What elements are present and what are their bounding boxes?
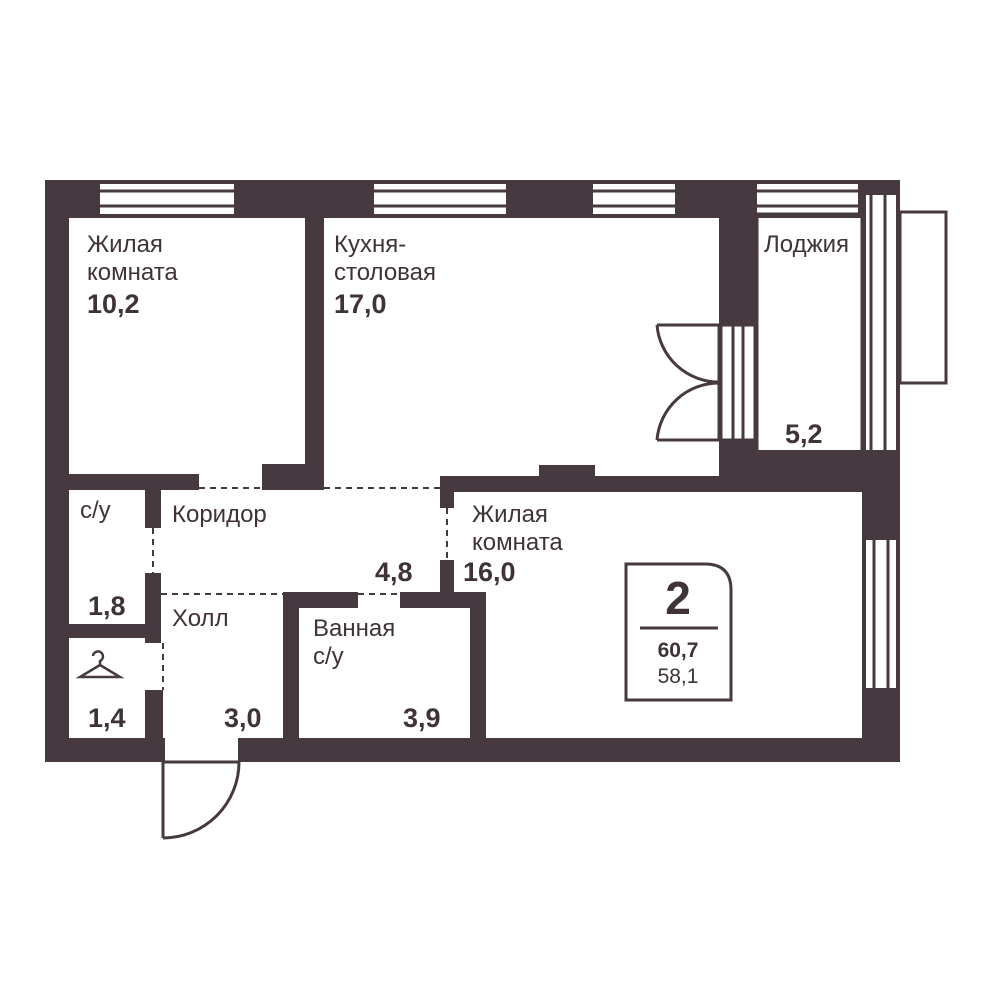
room-area: 1,8 (88, 591, 126, 621)
room-name: Жилая (87, 231, 163, 258)
room-area: 10,2 (87, 289, 140, 319)
room-name: Холл (172, 605, 229, 632)
room-living-1: Жилая комната 10,2 (87, 231, 178, 319)
room-living-2: Жилая комната 16,0 (463, 501, 563, 587)
loggia-frame (755, 210, 948, 452)
hanger-icon (75, 650, 125, 679)
room-name: Кухня- (334, 231, 406, 258)
room-name: Жилая (472, 501, 548, 528)
room-hall: Холл 3,0 (172, 605, 262, 733)
room-name: Коридор (172, 501, 267, 528)
room-closet: 1,4 (88, 703, 126, 733)
room-area: 3,9 (403, 703, 441, 733)
room-name: комната (87, 259, 178, 286)
room-area: 16,0 (463, 557, 516, 587)
room-name: Лоджия (764, 231, 849, 258)
total-area: 60,7 (658, 639, 699, 662)
room-area: 5,2 (785, 419, 823, 449)
room-name: с/у (80, 497, 111, 524)
room-kitchen: Кухня- столовая 17,0 (334, 231, 436, 319)
apartment-badge: 2 60,7 58,1 (624, 562, 733, 702)
room-name: Ванная (313, 615, 395, 642)
room-bathroom: Ванная с/у 3,9 (313, 615, 441, 733)
room-loggia: Лоджия 5,2 (764, 231, 849, 449)
room-wc-1: с/у 1,8 (80, 497, 126, 621)
entrance-door (161, 760, 241, 840)
room-name: столовая (334, 259, 436, 286)
room-name: с/у (313, 643, 344, 670)
room-area: 3,0 (224, 703, 262, 733)
room-name: комната (472, 529, 563, 556)
window-lines (100, 189, 890, 688)
room-area: 4,8 (375, 557, 413, 587)
room-area: 17,0 (334, 289, 387, 319)
room-count: 2 (665, 572, 691, 624)
room-area: 1,4 (88, 703, 126, 733)
living-area: 58,1 (658, 665, 699, 688)
room-corridor: Коридор 4,8 (172, 501, 413, 587)
zone-boundaries (152, 487, 448, 690)
balcony-door (655, 323, 757, 442)
